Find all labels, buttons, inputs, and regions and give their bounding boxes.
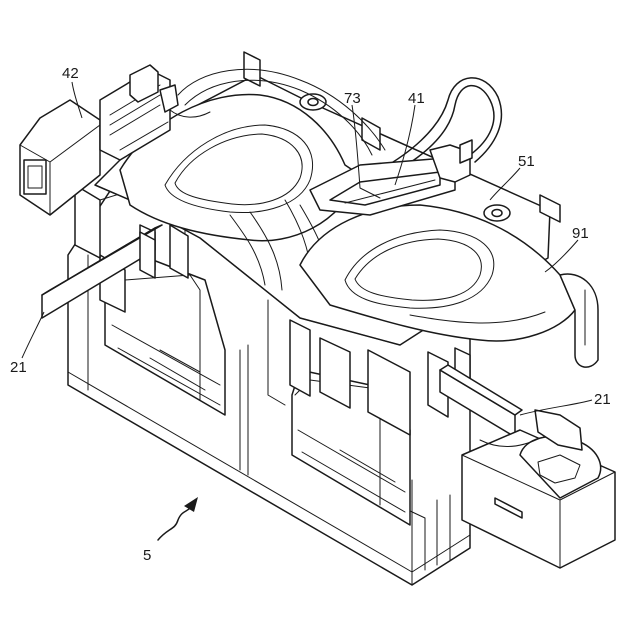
- label-21-left: 21: [10, 359, 27, 376]
- label-41: 41: [408, 90, 425, 107]
- label-21-right: 21: [594, 391, 611, 408]
- right-connector: [462, 410, 615, 568]
- label-73: 73: [344, 90, 361, 107]
- label-5: 5: [143, 547, 151, 564]
- label-42: 42: [62, 65, 79, 82]
- right-end-cap: [560, 274, 598, 367]
- reference-arrow-5: [158, 497, 198, 540]
- label-91: 91: [572, 225, 589, 242]
- label-51: 51: [518, 153, 535, 170]
